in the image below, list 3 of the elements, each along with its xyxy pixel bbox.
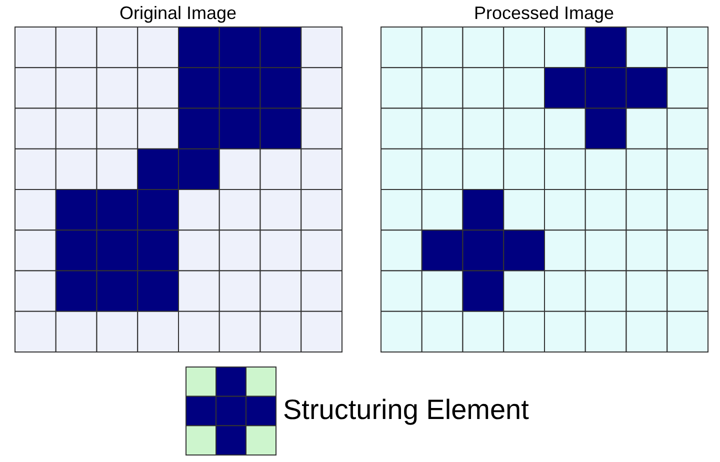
grid-title: Processed Image: [474, 3, 614, 24]
structuring-element-label: Structuring Element: [283, 394, 529, 426]
grid-title: Original Image: [119, 3, 237, 24]
